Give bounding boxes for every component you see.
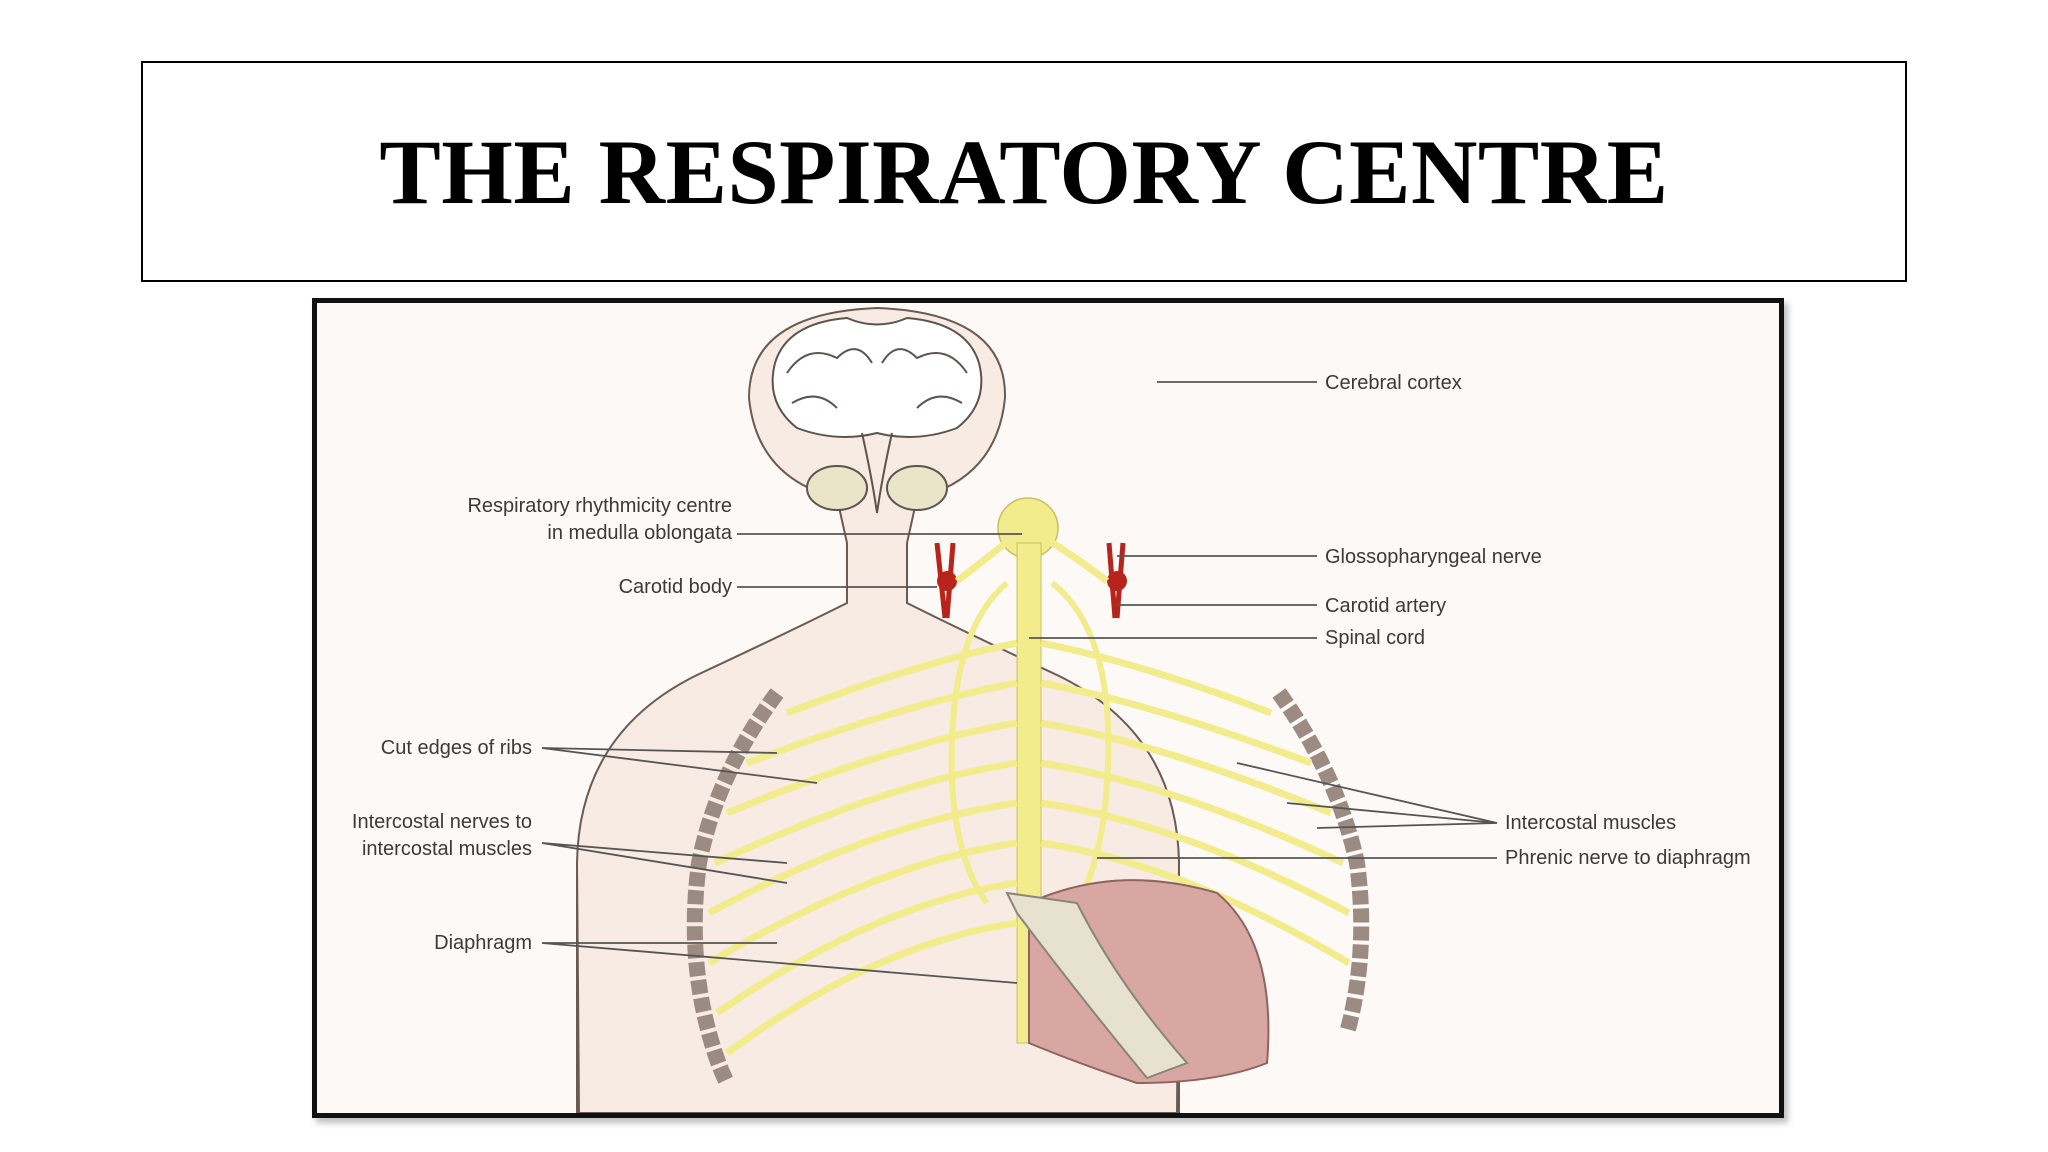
label-intercostal-muscles: Intercostal muscles — [1505, 812, 1676, 834]
label-diaphragm: Diaphragm — [434, 932, 532, 954]
intercostal-nerves-right — [1040, 639, 1351, 967]
anatomy-figure: Cerebral cortex Respiratory rhythmicity … — [312, 298, 1784, 1118]
leader-lines — [541, 381, 1498, 984]
glossopharyngeal-right — [1043, 535, 1110, 584]
glossopharyngeal-left — [954, 535, 1015, 584]
rib-cage-right — [1272, 688, 1370, 1036]
label-carotid-body: Carotid body — [619, 576, 732, 598]
slide-title: THE RESPIRATORY CENTRE — [379, 120, 1669, 223]
left-arm — [576, 862, 580, 1113]
phrenic-nerve-right — [1050, 580, 1112, 905]
label-intercostal-nerves-2: intercostal muscles — [362, 838, 532, 860]
phrenic-nerve-left — [948, 580, 1009, 905]
label-rhythmicity-2: in medulla oblongata — [547, 522, 732, 544]
carotid-left — [934, 542, 957, 619]
label-spinal-cord: Spinal cord — [1325, 627, 1425, 649]
label-cerebral-cortex: Cerebral cortex — [1325, 372, 1462, 394]
label-carotid-artery: Carotid artery — [1325, 595, 1446, 617]
label-intercostal-nerves-1: Intercostal nerves to — [352, 811, 532, 833]
respiratory-diagram: Cerebral cortex Respiratory rhythmicity … — [352, 306, 1751, 1113]
intercostal-nerves-left — [707, 639, 1018, 1056]
rib-cage-left — [686, 688, 784, 1087]
sternum-cut — [1005, 891, 1189, 1080]
title-box: THE RESPIRATORY CENTRE — [141, 61, 1907, 282]
label-rhythmicity-1: Respiratory rhythmicity centre — [467, 495, 732, 517]
label-cut-ribs: Cut edges of ribs — [381, 737, 532, 759]
label-glossopharyngeal: Glossopharyngeal nerve — [1325, 546, 1542, 568]
label-phrenic: Phrenic nerve to diaphragm — [1505, 847, 1751, 869]
carotid-right — [1106, 542, 1127, 619]
brain — [771, 316, 983, 514]
